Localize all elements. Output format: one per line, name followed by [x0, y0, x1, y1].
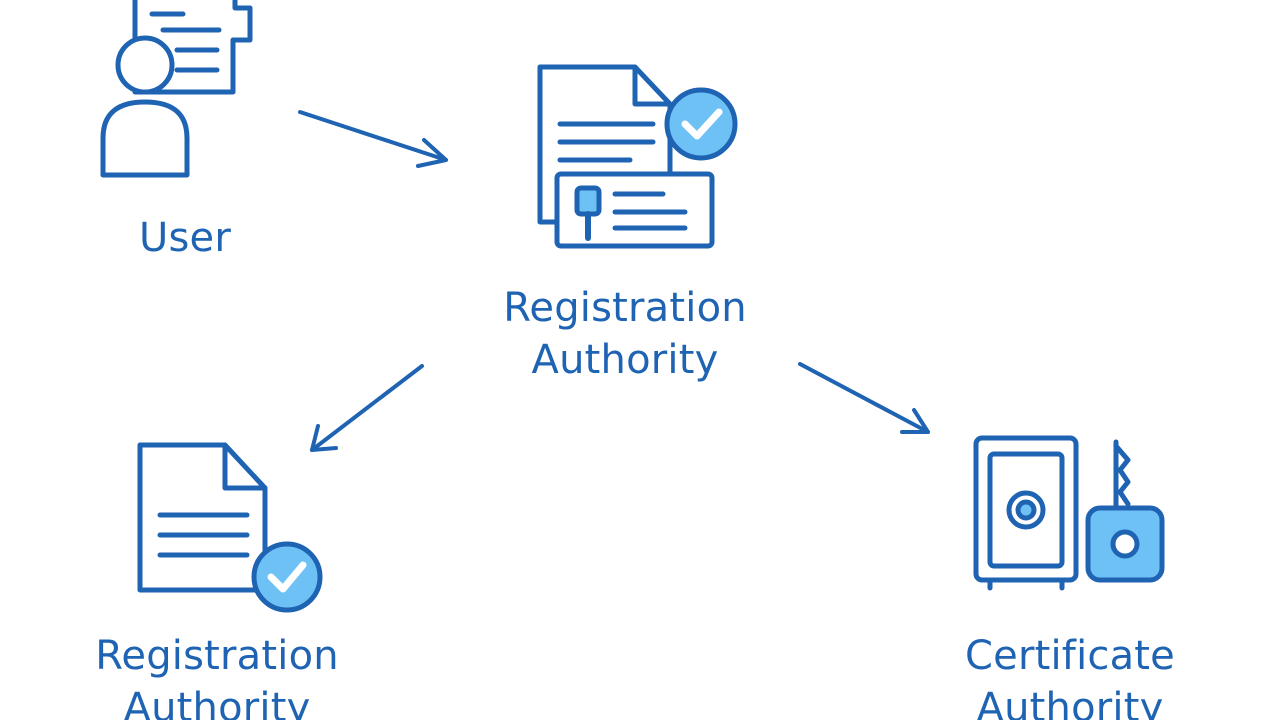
arrow-user-to-registration-authority	[298, 110, 448, 168]
arrow-registration-authority-to-certificate-authority	[798, 362, 930, 434]
document-with-check-icon	[137, 442, 323, 613]
certificate-authority-line2: Authority	[976, 685, 1164, 720]
safe-and-lock-icon	[973, 435, 1165, 591]
certificate-authority-line1: Certificate	[965, 633, 1175, 679]
registration-authority-top-line2: Authority	[531, 337, 719, 383]
user-label-text: User	[139, 215, 231, 261]
registration-authority-top-line1: Registration	[503, 285, 747, 331]
arrow-registration-authority-to-registration-authority	[310, 364, 424, 452]
registration-authority-bottom-label: Registration Authority	[62, 630, 372, 720]
user-with-document-icon	[100, 0, 253, 178]
registration-authority-top-label: Registration Authority	[470, 282, 780, 386]
document-with-id-card-and-check-icon	[537, 64, 738, 249]
registration-authority-bottom-line1: Registration	[95, 633, 339, 679]
user-label: User	[95, 212, 275, 264]
certificate-authority-label: Certificate Authority	[920, 630, 1220, 720]
registration-authority-bottom-line2: Authority	[123, 685, 311, 720]
